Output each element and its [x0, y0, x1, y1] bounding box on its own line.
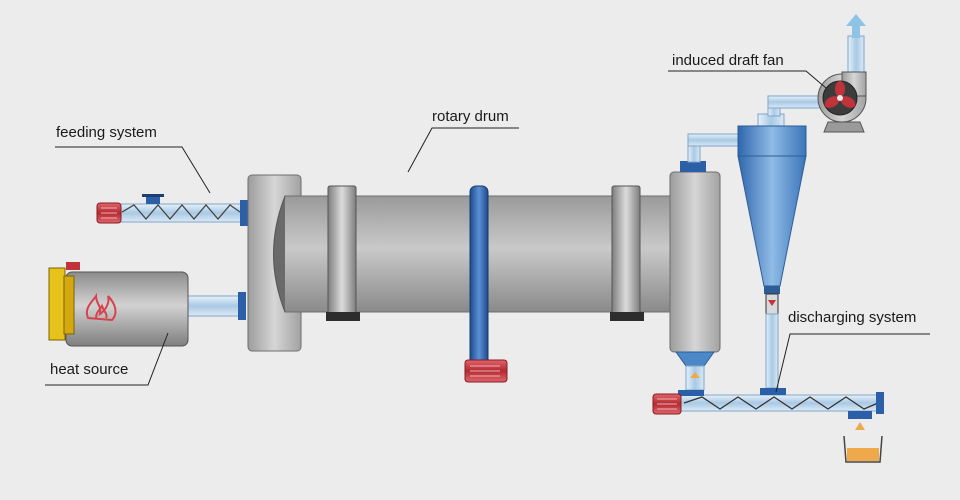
- label-rotary-drum: rotary drum: [432, 108, 509, 125]
- feeding-motor: [96, 202, 122, 224]
- leader-heat-source: [45, 332, 169, 386]
- leader-lines: [45, 70, 930, 393]
- exhaust-duct: [687, 133, 739, 163]
- label-feeding-system: feeding system: [56, 124, 157, 141]
- leader-induced-draft-fan: [668, 70, 827, 89]
- leader-feeding-system: [55, 146, 211, 194]
- rotary-drum: [273, 185, 698, 321]
- label-discharging-system: discharging system: [788, 309, 917, 326]
- outlet-housing: [669, 161, 721, 391]
- drum-drive-motor: [464, 359, 508, 383]
- label-induced-draft-fan: induced draft fan: [672, 52, 784, 69]
- flame-icon: [86, 292, 117, 322]
- induced-draft-fan-unit: [767, 35, 867, 133]
- heat-source-burner: [48, 262, 246, 347]
- collection-bin: [843, 422, 883, 463]
- arrow-up-icon: [846, 14, 866, 38]
- cyclone-separator: [737, 113, 807, 389]
- fan-icon: [824, 81, 856, 108]
- label-heat-source: heat source: [50, 361, 129, 378]
- feeding-screw-conveyor: [117, 194, 248, 226]
- leader-rotary-drum: [407, 127, 519, 173]
- discharge-motor: [652, 393, 682, 415]
- drum-drive-column: [469, 185, 489, 367]
- leader-discharging-system: [775, 333, 930, 393]
- discharge-screw-conveyor: [678, 388, 884, 419]
